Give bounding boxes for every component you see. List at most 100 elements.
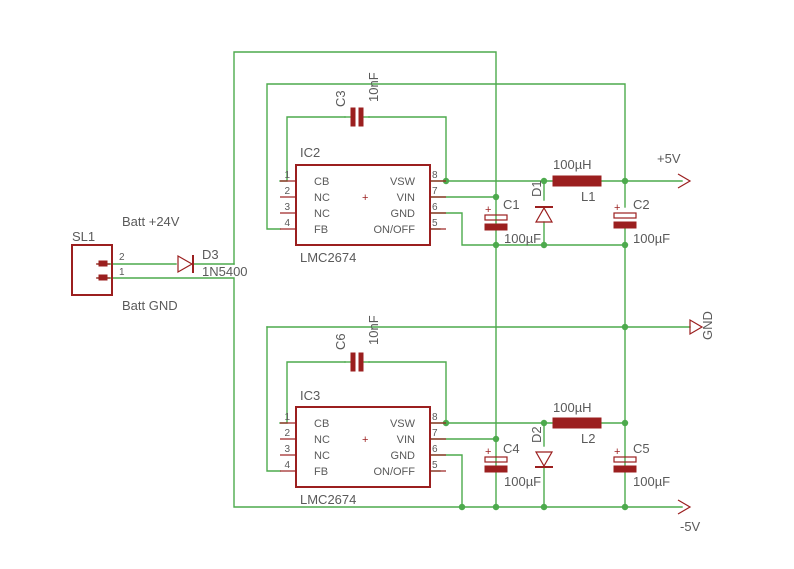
junction — [492, 241, 500, 249]
diode-d3[interactable]: D3 1N5400 — [177, 247, 248, 279]
inductor-l1-value: 100µH — [553, 157, 592, 172]
junction — [621, 177, 629, 185]
ic3-ref: IC3 — [300, 388, 320, 403]
junction — [492, 193, 500, 201]
wire-batt-gnd-minus5 — [97, 277, 683, 508]
capacitor-c5[interactable]: + C5 100µF — [613, 441, 670, 489]
ic3-body — [295, 406, 431, 488]
wire-ic3-fb — [266, 326, 281, 472]
capacitor-c2-ref: C2 — [633, 197, 650, 212]
connector-pin2-num: 2 — [119, 252, 125, 263]
diode-d2[interactable]: D2 — [529, 426, 554, 468]
capacitor-c5-polarity: + — [614, 446, 620, 458]
ic2-pin-name: NC — [314, 192, 330, 204]
diode-d3-ref: D3 — [202, 247, 219, 262]
diode-d1[interactable]: D1 — [529, 180, 554, 223]
diode-d2-body — [534, 451, 554, 468]
junction — [540, 419, 548, 427]
capacitor-c1-ref: C1 — [503, 197, 520, 212]
capacitor-c4-ref: C4 — [503, 441, 520, 456]
connector-body — [71, 244, 113, 296]
ground-symbol-icon — [689, 318, 704, 336]
ic2-pin-num: 1 — [284, 170, 290, 181]
ic2[interactable]: IC2 LMC2674 + 1 2 3 4 CB NC NC FB 8 7 6 … — [280, 145, 446, 265]
ic3-pin-name: VIN — [397, 434, 415, 446]
ic2-pin-name: VIN — [397, 192, 415, 204]
ic3-pin-num: 4 — [284, 460, 290, 471]
inductor-l1-ref: L1 — [581, 189, 595, 204]
capacitor-c5-plate — [613, 456, 637, 463]
ic2-pin-num: 5 — [432, 218, 438, 229]
supply-arrow-icon — [677, 499, 692, 515]
net-label-batt-plus: Batt +24V — [122, 214, 180, 229]
ic2-value: LMC2674 — [300, 250, 356, 265]
capacitor-c4-polarity: + — [485, 446, 491, 458]
ic3-origin-mark: + — [362, 434, 368, 446]
ic3-pin-num: 2 — [284, 428, 290, 439]
capacitor-c3[interactable]: C3 10nF — [333, 72, 381, 127]
capacitor-c6[interactable]: C6 10nF — [333, 315, 381, 372]
capacitor-c2[interactable]: + C2 100µF — [613, 197, 670, 246]
capacitor-c5-value: 100µF — [633, 474, 670, 489]
ic3-pin-name: CB — [314, 418, 329, 430]
capacitor-c2-plate — [613, 212, 637, 219]
net-label-batt-gnd: Batt GND — [122, 298, 178, 313]
junction — [458, 503, 466, 511]
ic3-pin-name: GND — [391, 450, 416, 462]
capacitor-c2-polarity: + — [614, 202, 620, 214]
inductor-l2-value: 100µH — [553, 400, 592, 415]
connector-sl1[interactable]: SL1 2 1 Batt +24V Batt GND — [71, 214, 180, 313]
capacitor-c1-value: 100µF — [504, 231, 541, 246]
ic3-pin-name: VSW — [390, 418, 416, 430]
ic3-pin-name: FB — [314, 466, 328, 478]
capacitor-c6-ref: C6 — [333, 333, 348, 350]
supply-minus5v[interactable]: -5V — [677, 499, 701, 534]
capacitor-c3-plate — [358, 107, 364, 127]
ic2-pin-name: VSW — [390, 176, 416, 188]
ic3-pin-num: 5 — [432, 460, 438, 471]
inductor-l2-ref: L2 — [581, 431, 595, 446]
ic2-pin-num: 4 — [284, 218, 290, 229]
capacitor-c1[interactable]: + C1 100µF — [484, 197, 541, 246]
junction — [540, 241, 548, 249]
junction — [540, 177, 548, 185]
connector-ref: SL1 — [72, 229, 95, 244]
ic2-pin-name: CB — [314, 176, 329, 188]
ic2-pin-num: 7 — [432, 186, 438, 197]
ic2-pin-name: FB — [314, 224, 328, 236]
junction — [492, 503, 500, 511]
ic3[interactable]: IC3 LMC2674 + 1 2 3 4 CB NC NC FB 8 7 6 … — [280, 388, 446, 507]
wire-c3-vsw — [368, 116, 447, 182]
connector-pin2-mark — [98, 260, 108, 267]
junction — [621, 419, 629, 427]
capacitor-c4[interactable]: + C4 100µF — [484, 441, 541, 489]
ic2-origin-mark: + — [362, 192, 368, 204]
wire-vin-rail — [233, 51, 497, 508]
connector-pin1-mark — [98, 274, 108, 281]
diode-d1-ref: D1 — [529, 180, 544, 197]
junction — [492, 435, 500, 443]
junction — [621, 323, 629, 331]
supply-plus5v[interactable]: +5V — [657, 151, 692, 189]
capacitor-c5-plate — [613, 465, 637, 473]
capacitor-c6-plate — [350, 352, 356, 372]
diode-d1-body — [534, 206, 554, 223]
junction — [540, 503, 548, 511]
ic2-ref: IC2 — [300, 145, 320, 160]
ic2-pin-num: 3 — [284, 202, 290, 213]
capacitor-c2-value: 100µF — [633, 231, 670, 246]
ic3-pin-num: 6 — [432, 444, 438, 455]
capacitor-c3-ref: C3 — [333, 90, 348, 107]
capacitor-c1-polarity: + — [485, 204, 491, 216]
inductor-l2[interactable]: 100µH L2 — [552, 400, 602, 446]
diode-d3-body — [177, 254, 194, 274]
ic3-pin-name: NC — [314, 450, 330, 462]
net-label-gnd: GND — [700, 311, 715, 340]
ic2-pin-num: 8 — [432, 170, 438, 181]
supply-arrow-icon — [677, 173, 692, 189]
capacitor-c4-value: 100µF — [504, 474, 541, 489]
wire-c6-vsw — [368, 361, 447, 424]
junctions — [442, 177, 629, 511]
inductor-l1[interactable]: 100µH L1 — [552, 157, 602, 204]
supply-gnd[interactable]: GND — [689, 311, 715, 340]
